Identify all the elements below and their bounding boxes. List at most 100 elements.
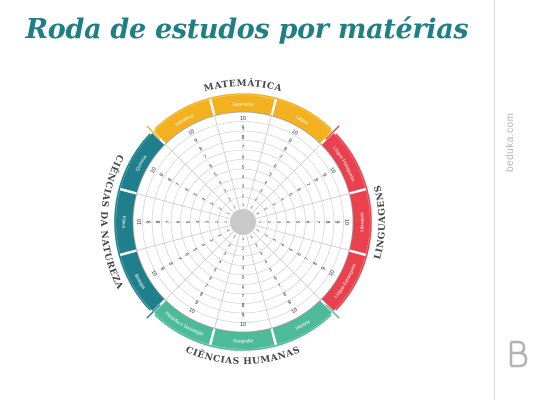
radial-grid-line — [147, 166, 232, 216]
scale-number: 2 — [254, 196, 258, 201]
scale-number: 2 — [228, 242, 232, 247]
subject-band[interactable] — [349, 190, 371, 254]
scale-number: 3 — [223, 251, 228, 257]
scale-number: 6 — [296, 187, 302, 192]
area-outer-arc — [154, 314, 332, 351]
scale-number: 10 — [240, 116, 246, 122]
scale-number: 5 — [268, 171, 273, 177]
area-outer-arc — [114, 133, 151, 311]
scale-number: 9 — [159, 266, 166, 272]
radial-grid-line — [136, 225, 231, 251]
scale-number: 4 — [201, 243, 207, 248]
radial-grid-line — [246, 234, 272, 329]
subject-band[interactable] — [116, 190, 137, 254]
scale-number: 9 — [321, 173, 328, 179]
scale-number: 8 — [242, 135, 245, 141]
scale-number: 7 — [315, 221, 321, 224]
subject-band[interactable] — [120, 251, 165, 311]
scale-number: 4 — [195, 220, 200, 223]
scale-number: 6 — [184, 252, 190, 257]
scale-number: 7 — [277, 283, 283, 290]
grid-ring — [218, 197, 268, 247]
scale-number: 4 — [242, 265, 245, 270]
scale-number: 6 — [184, 187, 190, 192]
scale-number: 5 — [213, 267, 218, 273]
grid-ring — [189, 168, 297, 276]
scale-number: 2 — [214, 221, 219, 223]
scale-number: 7 — [176, 256, 183, 262]
scale-number: 9 — [333, 221, 339, 224]
brand-site-text[interactable]: beduka.com — [505, 112, 516, 172]
scale-number: 2 — [228, 196, 232, 201]
scale-number: 5 — [242, 275, 245, 280]
scale-number: 7 — [278, 154, 284, 161]
scale-number: 6 — [296, 252, 302, 257]
scale-number: 2 — [242, 246, 244, 251]
area-separator — [325, 304, 340, 319]
subject-band[interactable] — [321, 133, 366, 193]
scale-number: 3 — [272, 237, 278, 242]
scale-number: 5 — [288, 247, 294, 252]
scale-number: 4 — [286, 221, 291, 224]
scale-number: 1 — [226, 212, 231, 216]
area-separator — [146, 304, 161, 319]
radial-grid-line — [246, 115, 272, 210]
scale-number: 8 — [198, 291, 204, 298]
scale-number: 10 — [150, 269, 158, 277]
beduka-logo-icon[interactable] — [507, 340, 529, 368]
scale-number: 4 — [242, 174, 245, 179]
scale-number: 4 — [280, 242, 286, 247]
scale-number: 5 — [213, 171, 218, 177]
area-label: LINGUAGENS — [373, 184, 388, 261]
scale-number: 9 — [147, 220, 153, 223]
subject-band[interactable] — [211, 94, 275, 116]
scale-number: 10 — [187, 307, 195, 315]
scale-number: 1 — [226, 229, 231, 233]
subject-band[interactable] — [321, 251, 366, 311]
scale-number: 9 — [242, 126, 245, 132]
grid-ring — [132, 111, 354, 333]
scale-number: 5 — [296, 221, 301, 224]
scale-number: 2 — [217, 233, 222, 237]
subject-band[interactable] — [154, 99, 214, 144]
subject-band[interactable] — [211, 328, 275, 349]
scale-number: 3 — [259, 250, 264, 256]
radial-grid-line — [165, 230, 235, 300]
grid-ring — [199, 178, 287, 266]
subject-band[interactable] — [272, 99, 332, 144]
grid-ring — [180, 159, 306, 285]
scale-number: 8 — [198, 146, 204, 153]
scale-number: 2 — [242, 193, 244, 198]
scale-number: 8 — [167, 261, 174, 267]
subject-band[interactable] — [154, 300, 214, 345]
scale-number: 4 — [201, 196, 207, 201]
scale-number: 4 — [218, 259, 223, 265]
scale-number: 2 — [263, 233, 268, 237]
scale-number: 10 — [328, 166, 336, 174]
scale-number: 3 — [242, 256, 245, 261]
radial-grid-line — [165, 144, 235, 214]
scale-number: 10 — [137, 219, 143, 225]
scale-number: 1 — [242, 237, 244, 241]
subject-band[interactable] — [120, 133, 165, 193]
scale-number: 8 — [156, 220, 162, 223]
page-title: Roda de estudos por matérias — [25, 14, 469, 45]
scale-number: 10 — [150, 166, 158, 174]
scale-number: 1 — [250, 234, 254, 239]
scale-number: 3 — [223, 188, 228, 194]
scale-number: 10 — [187, 129, 195, 137]
area-separator — [325, 125, 340, 140]
scale-number: 1 — [255, 212, 260, 216]
radial-grid-line — [187, 233, 237, 318]
subject-label: Geometria — [232, 101, 255, 107]
scale-number: 3 — [272, 202, 278, 207]
scale-number: 1 — [233, 205, 237, 210]
scale-number: 9 — [194, 300, 200, 307]
scale-number: 6 — [208, 163, 213, 169]
scale-number: 4 — [218, 179, 223, 185]
radial-grid-line — [214, 234, 240, 329]
subject-band[interactable] — [272, 300, 332, 345]
subject-label: Literatura — [359, 212, 364, 232]
scale-number: 1 — [233, 234, 237, 239]
scale-number: 10 — [328, 269, 336, 277]
